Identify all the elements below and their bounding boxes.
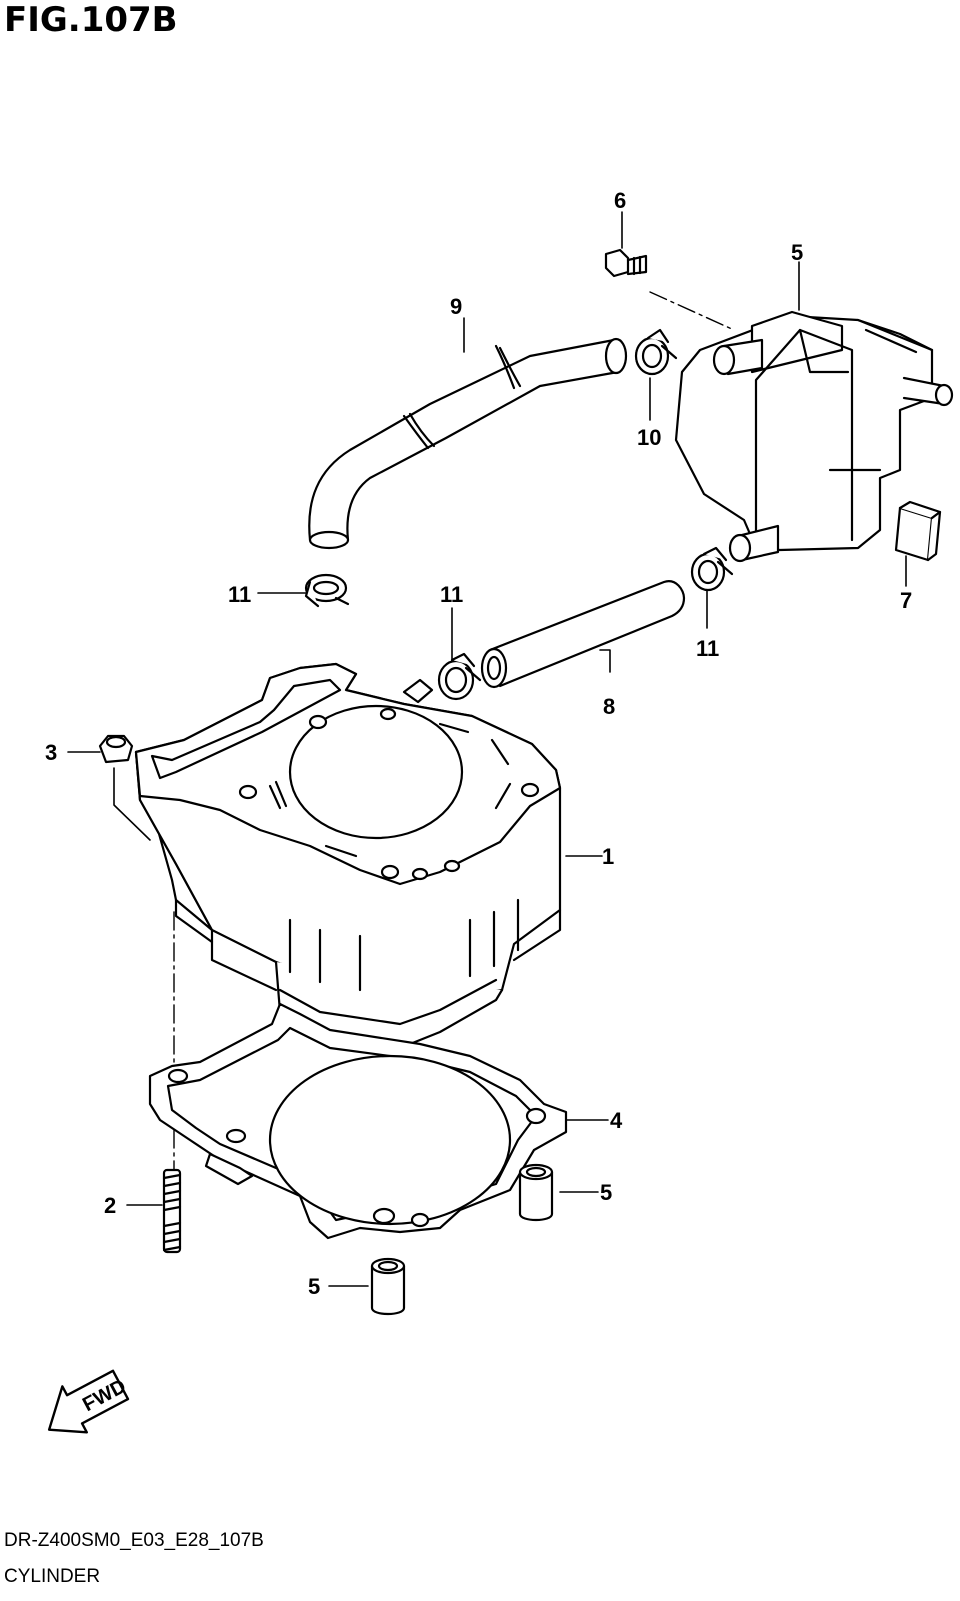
callout-7: 6	[614, 188, 627, 213]
figure-title: FIG.107B	[4, 0, 178, 40]
forward-arrow-icon: FWD	[34, 1360, 130, 1447]
callout-11-upper: 10	[637, 425, 662, 450]
alignment-lines	[174, 292, 734, 1170]
callout-10: 9	[450, 294, 463, 319]
clamp-11-upper	[636, 330, 676, 374]
clamp-11-right	[692, 548, 732, 590]
callout-11-left: 11	[228, 582, 252, 607]
dowel-pin-5-right	[520, 1165, 552, 1220]
callout-11-right: 11	[696, 636, 720, 661]
callout-6: 5	[791, 240, 804, 265]
callout-5-lower: 5	[308, 1274, 321, 1299]
callout-2: 2	[104, 1193, 117, 1218]
clamp-11-left	[306, 575, 348, 606]
hose-9	[482, 581, 684, 687]
figure-code: DR-Z400SM0_E03_E28_107B	[4, 1530, 264, 1551]
callout-5-right: 5	[600, 1180, 613, 1205]
callout-9: 8	[603, 694, 616, 719]
nut-3	[100, 736, 132, 762]
nut-reference-line	[114, 768, 150, 840]
cylinder-base-gasket-4	[150, 1004, 566, 1238]
hose-10	[309, 339, 626, 548]
callout-4: 4	[610, 1108, 623, 1133]
water-tank-6	[676, 312, 952, 561]
stud-bolt-2	[164, 1170, 180, 1252]
cushion-8	[896, 502, 940, 560]
callout-1: 1	[602, 844, 615, 869]
clamp-11-middle	[439, 654, 480, 699]
callout-11-middle: 11	[440, 582, 464, 607]
leader-9	[600, 650, 610, 672]
bolt-7	[606, 250, 646, 276]
figure-subtitle: CYLINDER	[4, 1566, 101, 1587]
cylinder-1	[136, 664, 560, 1048]
callout-3: 3	[45, 740, 58, 765]
dowel-pin-5-lower	[372, 1259, 404, 1314]
callout-8: 7	[900, 588, 913, 613]
leader-lines	[68, 212, 906, 1286]
